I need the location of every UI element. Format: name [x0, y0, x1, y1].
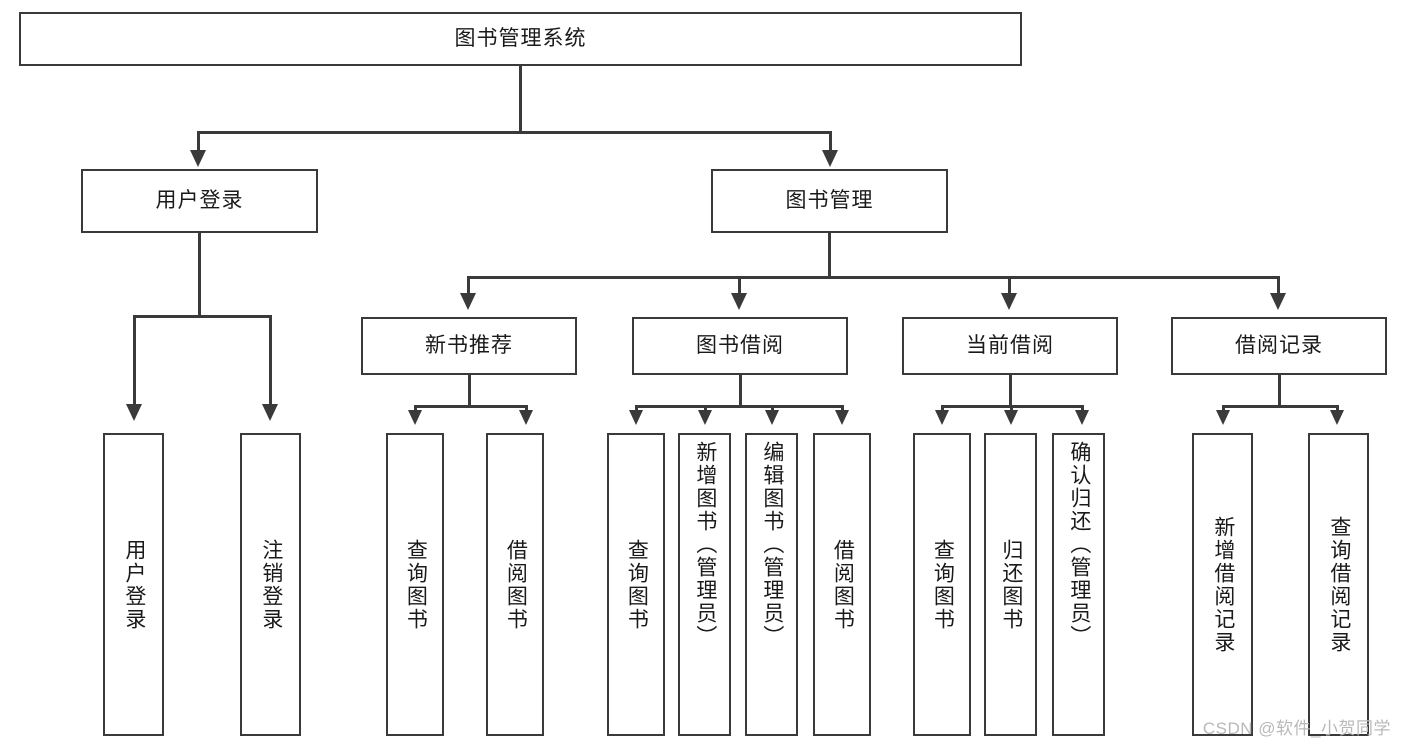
connector-book-borrow-drop-4	[841, 405, 844, 413]
leaf-label: 注销登录	[259, 538, 283, 631]
node-label: 图书管理	[785, 189, 874, 213]
connector-borrow-record-stem	[1278, 375, 1281, 407]
arrow-to-borrow-record	[1270, 293, 1286, 310]
connector-new-book-stem	[468, 375, 471, 407]
arrow-to-leaf-query-record	[1330, 410, 1344, 425]
connector-current-borrow-drop-2	[1010, 405, 1013, 413]
connector-new-book-drop-1	[414, 405, 417, 413]
arrow-to-leaf-add-record	[1216, 410, 1230, 425]
leaf-label: 查询借阅记录	[1327, 515, 1351, 654]
connector-to-user-login	[197, 131, 200, 155]
connector-book-borrow-drop-2	[704, 405, 707, 413]
arrow-to-leaf-user-login	[126, 404, 142, 421]
arrow-to-book-manage	[822, 150, 838, 167]
node-label: 用户登录	[155, 189, 244, 213]
leaf-confirm-return-admin[interactable]: 确认归还（管理员）	[1052, 433, 1105, 736]
leaf-label: 借阅图书	[504, 538, 528, 631]
connector-user-login-stem	[198, 233, 201, 317]
arrow-to-new-book-recommend	[460, 293, 476, 310]
watermark-text: CSDN @软件_小贺同学	[1202, 719, 1391, 738]
leaf-user-logout[interactable]: 注销登录	[240, 433, 301, 736]
node-label: 新书推荐	[425, 334, 513, 358]
connector-book-manage-stem	[828, 233, 831, 278]
arrow-to-leaf-return-book	[1004, 410, 1018, 425]
arrow-to-leaf-confirm-return	[1075, 410, 1089, 425]
connector-borrow-record-drop-2	[1336, 405, 1339, 413]
connector-book-borrow-drop-3	[771, 405, 774, 413]
arrow-to-leaf-query-book-1	[408, 410, 422, 425]
connector-root-stem	[519, 66, 522, 132]
leaf-return-book[interactable]: 归还图书	[984, 433, 1037, 736]
connector-root-bar	[197, 131, 831, 134]
leaf-edit-book-admin[interactable]: 编辑图书（管理员）	[745, 433, 798, 736]
arrow-to-leaf-user-logout	[262, 404, 278, 421]
connector-new-book-drop-2	[525, 405, 528, 413]
node-label: 图书借阅	[696, 334, 784, 358]
node-book-manage[interactable]: 图书管理	[711, 169, 948, 233]
connector-current-borrow-drop-1	[941, 405, 944, 413]
leaf-label: 查询图书	[931, 538, 955, 631]
leaf-label: 归还图书	[999, 538, 1023, 631]
leaf-add-book-admin[interactable]: 新增图书（管理员）	[678, 433, 731, 736]
node-root-book-management-system[interactable]: 图书管理系统	[19, 12, 1022, 66]
node-label: 图书管理系统	[454, 27, 587, 51]
node-user-login[interactable]: 用户登录	[81, 169, 318, 233]
leaf-label: 编辑图书（管理员）	[760, 441, 784, 648]
connector-borrow-record-bar	[1222, 405, 1339, 408]
leaf-label: 查询图书	[404, 538, 428, 631]
leaf-query-borrow-record[interactable]: 查询借阅记录	[1308, 433, 1369, 736]
node-book-borrow[interactable]: 图书借阅	[632, 317, 848, 375]
leaf-label: 确认归还（管理员）	[1067, 441, 1091, 648]
node-label: 借阅记录	[1235, 334, 1323, 358]
connector-user-login-left-drop	[133, 315, 136, 409]
connector-borrow-record-drop-1	[1222, 405, 1225, 413]
leaf-query-book-recommend[interactable]: 查询图书	[386, 433, 444, 736]
leaf-query-book-borrow[interactable]: 查询图书	[607, 433, 665, 736]
connector-book-borrow-stem	[739, 375, 742, 407]
leaf-borrow-book[interactable]: 借阅图书	[813, 433, 871, 736]
node-borrow-record[interactable]: 借阅记录	[1171, 317, 1387, 375]
arrow-to-leaf-edit-book	[765, 410, 779, 425]
leaf-label: 用户登录	[122, 538, 146, 631]
arrow-to-leaf-borrow-book-2	[835, 410, 849, 425]
connector-current-borrow-stem	[1009, 375, 1012, 407]
arrow-to-current-borrow	[1001, 293, 1017, 310]
connector-user-login-bar	[133, 315, 272, 318]
connector-to-current-borrow	[1008, 276, 1011, 298]
node-label: 当前借阅	[966, 334, 1054, 358]
connector-new-book-bar	[414, 405, 528, 408]
leaf-label: 查询图书	[625, 538, 649, 631]
leaf-borrow-book-recommend[interactable]: 借阅图书	[486, 433, 544, 736]
connector-book-borrow-drop-1	[635, 405, 638, 413]
connector-current-borrow-drop-3	[1081, 405, 1084, 413]
node-new-book-recommend[interactable]: 新书推荐	[361, 317, 577, 375]
leaf-user-login[interactable]: 用户登录	[103, 433, 164, 736]
connector-user-login-right-drop	[269, 315, 272, 409]
leaf-add-borrow-record[interactable]: 新增借阅记录	[1192, 433, 1253, 736]
connector-book-borrow-bar	[635, 405, 843, 408]
arrow-to-user-login	[190, 150, 206, 167]
node-current-borrow[interactable]: 当前借阅	[902, 317, 1118, 375]
connector-to-book-borrow	[738, 276, 741, 298]
connector-to-book-manage	[829, 131, 832, 155]
connector-to-new-book	[467, 276, 470, 298]
connector-to-borrow-record	[1277, 276, 1280, 298]
arrow-to-leaf-query-book-3	[935, 410, 949, 425]
leaf-label: 新增图书（管理员）	[693, 441, 717, 648]
leaf-label: 借阅图书	[831, 538, 855, 631]
leaf-label: 新增借阅记录	[1211, 515, 1235, 654]
arrow-to-leaf-query-book-2	[629, 410, 643, 425]
connector-book-manage-bar	[467, 276, 1278, 279]
arrow-to-book-borrow	[731, 293, 747, 310]
arrow-to-leaf-borrow-book-1	[519, 410, 533, 425]
arrow-to-leaf-add-book	[698, 410, 712, 425]
leaf-query-book-current[interactable]: 查询图书	[913, 433, 971, 736]
